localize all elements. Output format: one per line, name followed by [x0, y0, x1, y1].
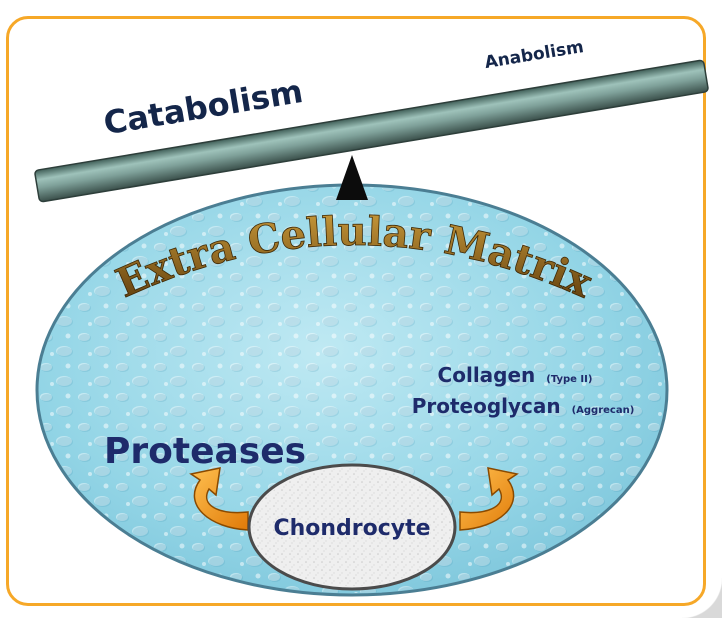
- anabolism-label: Anabolism: [483, 37, 585, 73]
- balance-beam: [34, 59, 709, 203]
- chondrocyte-cell: [247, 463, 457, 591]
- proteases-label: Proteases: [104, 431, 306, 472]
- right-curved-arrow-icon: [459, 467, 519, 531]
- proteoglycan-label: Proteoglycan (Aggrecan): [412, 394, 635, 418]
- fulcrum-triangle: [336, 155, 368, 200]
- chondrocyte-label: Chondrocyte: [273, 516, 430, 541]
- left-curved-arrow-icon: [189, 467, 249, 531]
- collagen-label: Collagen (Type II): [438, 363, 593, 387]
